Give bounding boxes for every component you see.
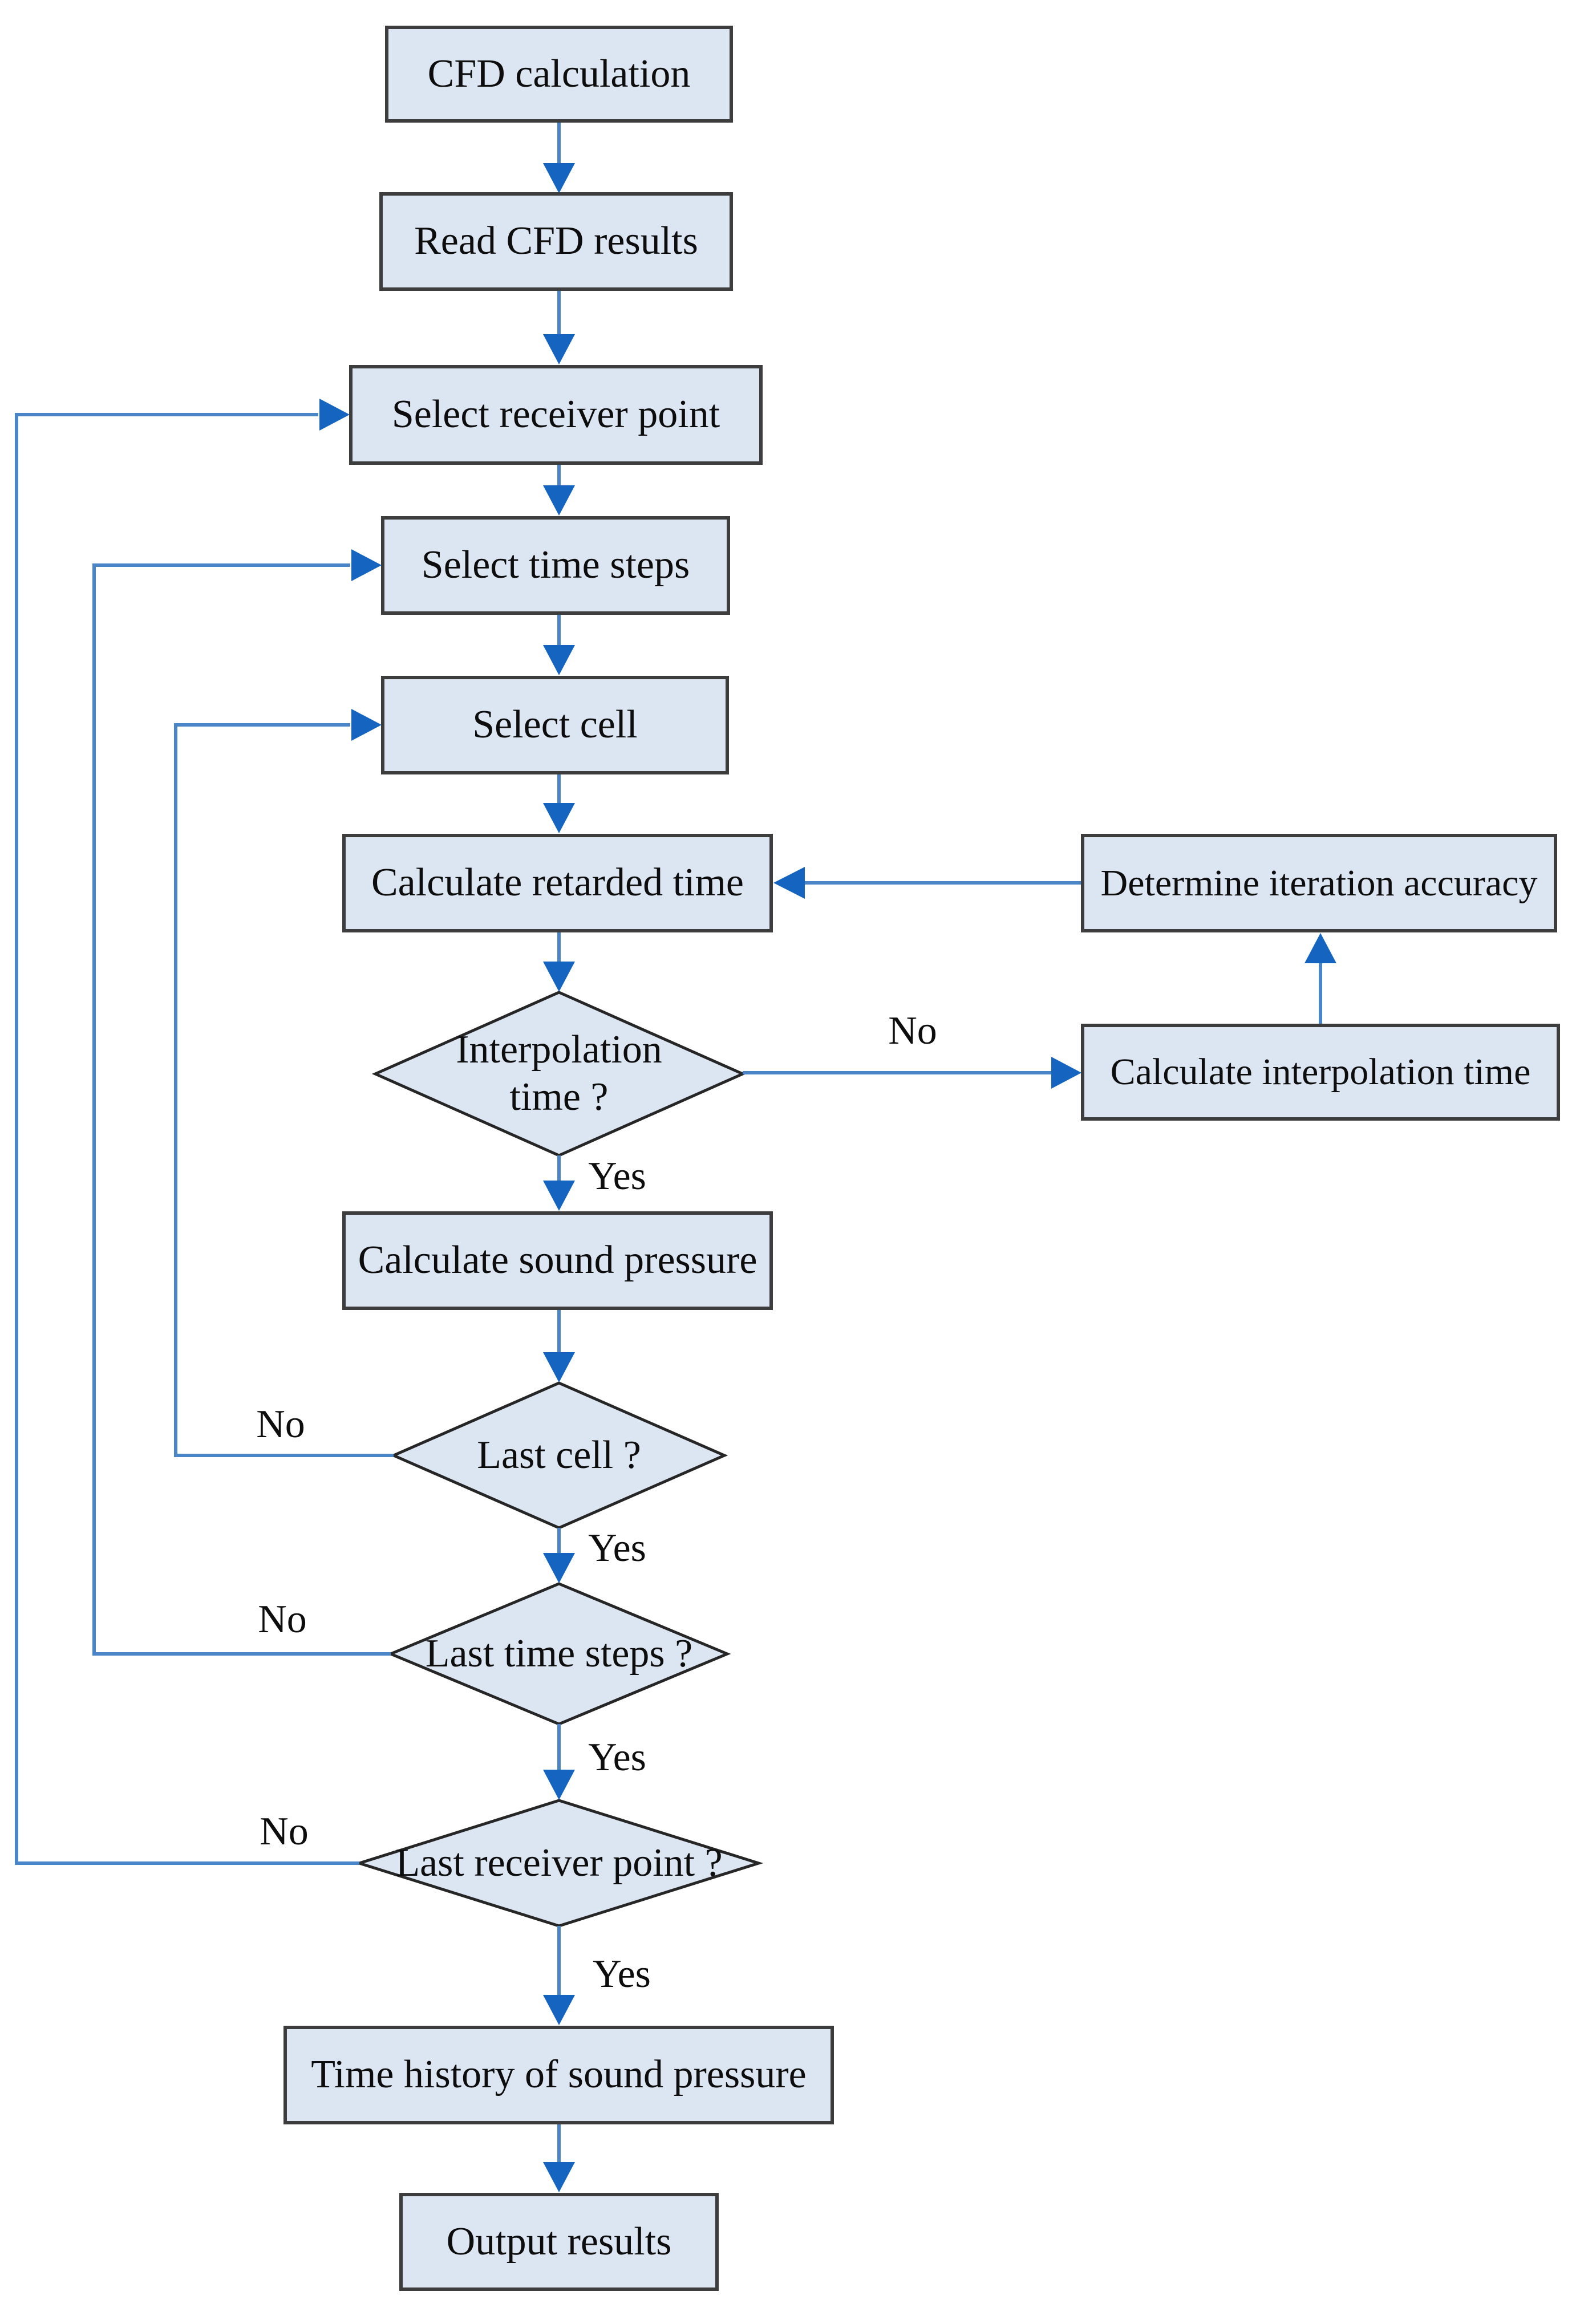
arrow-lastreceiver-yes [543, 1926, 575, 2025]
arrow-determine-to-retarded [773, 867, 1081, 899]
arrow-calcinterp-to-determine [1305, 933, 1336, 1024]
edge-label-last-cell-no: No [256, 1402, 305, 1446]
arrow-lastreceiver-no-loop [15, 399, 359, 1865]
node-select-receiver-point: Select receiver point [349, 365, 763, 465]
arrow-soundpressure-to-lastcell [543, 1310, 575, 1382]
edge-label-interpolation-no: No [888, 1009, 937, 1053]
arrow-cfd-to-read [543, 123, 575, 193]
node-time-history: Time history of sound pressure [283, 2026, 834, 2124]
arrow-retarded-to-interpolation [543, 932, 575, 992]
node-select-cell: Select cell [381, 676, 729, 774]
node-calculate-sound-pressure: Calculate sound pressure [342, 1211, 773, 1310]
arrow-read-to-receiver [543, 291, 575, 364]
node-cfd-calculation: CFD calculation [385, 26, 733, 123]
node-interpolation-time: Interpolation time ? [456, 1028, 662, 1119]
edge-label-last-receiver-point-no: No [260, 1810, 309, 1853]
arrow-lasttimesteps-no-loop [92, 549, 391, 1656]
arrow-timehistory-to-output [543, 2124, 575, 2192]
node-calculate-interpolation-time: Calculate interpolation time [1081, 1024, 1560, 1121]
arrow-lastcell-no-loop [174, 709, 394, 1457]
arrow-interpolation-no [743, 1057, 1081, 1089]
node-last-receiver-point: Last receiver point ? [395, 1840, 723, 1885]
edge-label-last-cell-yes: Yes [588, 1526, 646, 1570]
arrow-interpolation-yes [543, 1155, 575, 1211]
arrow-timesteps-to-cell [543, 615, 575, 675]
node-determine-iteration-accuracy: Determine iteration accuracy [1081, 834, 1557, 932]
node-select-time-steps: Select time steps [381, 516, 730, 615]
node-last-time-steps: Last time steps ? [425, 1631, 693, 1676]
edge-label-last-time-steps-no: No [258, 1597, 307, 1641]
edge-label-interpolation-yes: Yes [588, 1154, 646, 1198]
node-last-cell: Last cell ? [477, 1433, 641, 1477]
arrow-cell-to-retarded [543, 774, 575, 833]
node-calculate-retarded-time: Calculate retarded time [342, 834, 773, 932]
arrow-receiver-to-timesteps [543, 465, 575, 516]
arrow-lastcell-yes [543, 1528, 575, 1583]
edge-label-last-time-steps-yes: Yes [588, 1735, 646, 1779]
node-read-cfd-results: Read CFD results [379, 192, 733, 291]
arrow-lasttimesteps-yes [543, 1724, 575, 1800]
node-output-results: Output results [399, 2193, 719, 2291]
edge-label-last-receiver-point-yes: Yes [593, 1952, 651, 1996]
